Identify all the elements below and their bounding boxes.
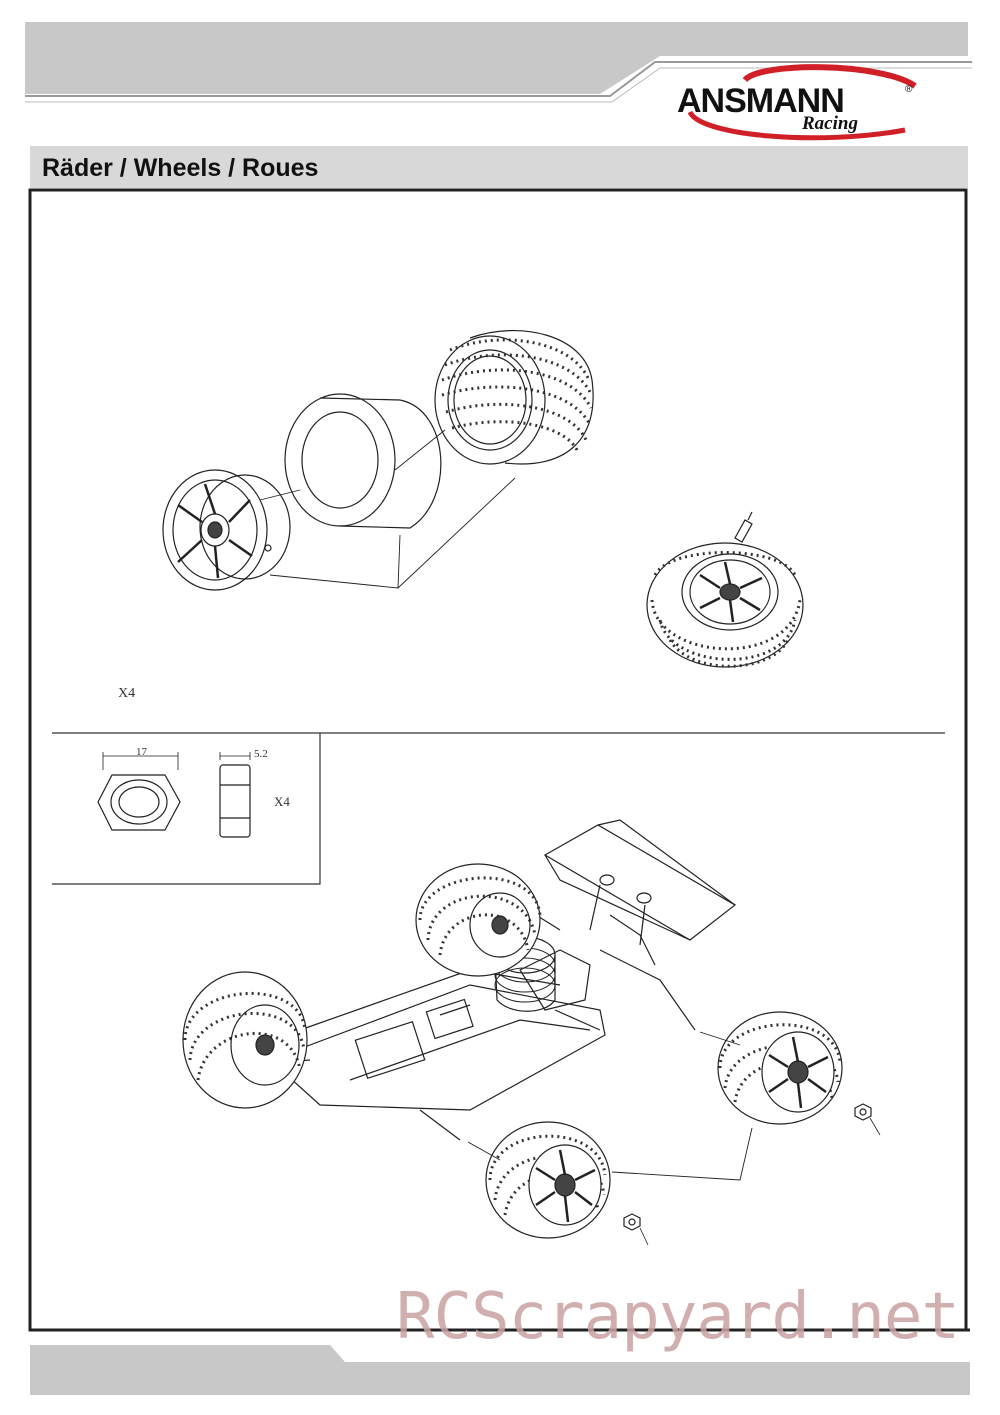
rear-wing [543, 819, 737, 946]
nut-thickness-dimension: 5.2 [254, 748, 268, 760]
nut-quantity-label: X4 [274, 794, 290, 809]
brand-logo-subtext: Racing [802, 113, 858, 134]
flange-nut-diagram [97, 752, 251, 838]
footer-shape [30, 1345, 970, 1395]
wheel-quantity-label: X4 [118, 686, 136, 701]
buggy-assembly-diagram [182, 819, 881, 1246]
front-left-wheel [182, 971, 308, 1109]
front-right-wheel [485, 1121, 611, 1239]
wheel-rim [162, 469, 291, 591]
brand-logo-text: ANSMANN [677, 82, 845, 120]
nut-width-dimension: 17 [136, 746, 147, 758]
exploded-wheel-diagram [162, 330, 594, 591]
hardware-inset-box [52, 733, 321, 885]
header-rule [25, 61, 972, 97]
header-cutout [600, 22, 970, 94]
assembled-wheel-diagram [646, 511, 804, 668]
section-title-bar [30, 146, 968, 188]
section-title: Räder / Wheels / Roues [42, 154, 319, 182]
glue-tube-icon [734, 511, 753, 543]
watermark: RCScrapyard.net [396, 1280, 960, 1354]
registered-mark: ® [905, 84, 913, 95]
foam-insert [284, 393, 442, 529]
rear-left-wheel [415, 863, 542, 977]
tire [434, 330, 594, 465]
brand-logo [687, 64, 917, 141]
rear-right-wheel [717, 1011, 843, 1125]
wheel-nut-icon [623, 1103, 881, 1246]
